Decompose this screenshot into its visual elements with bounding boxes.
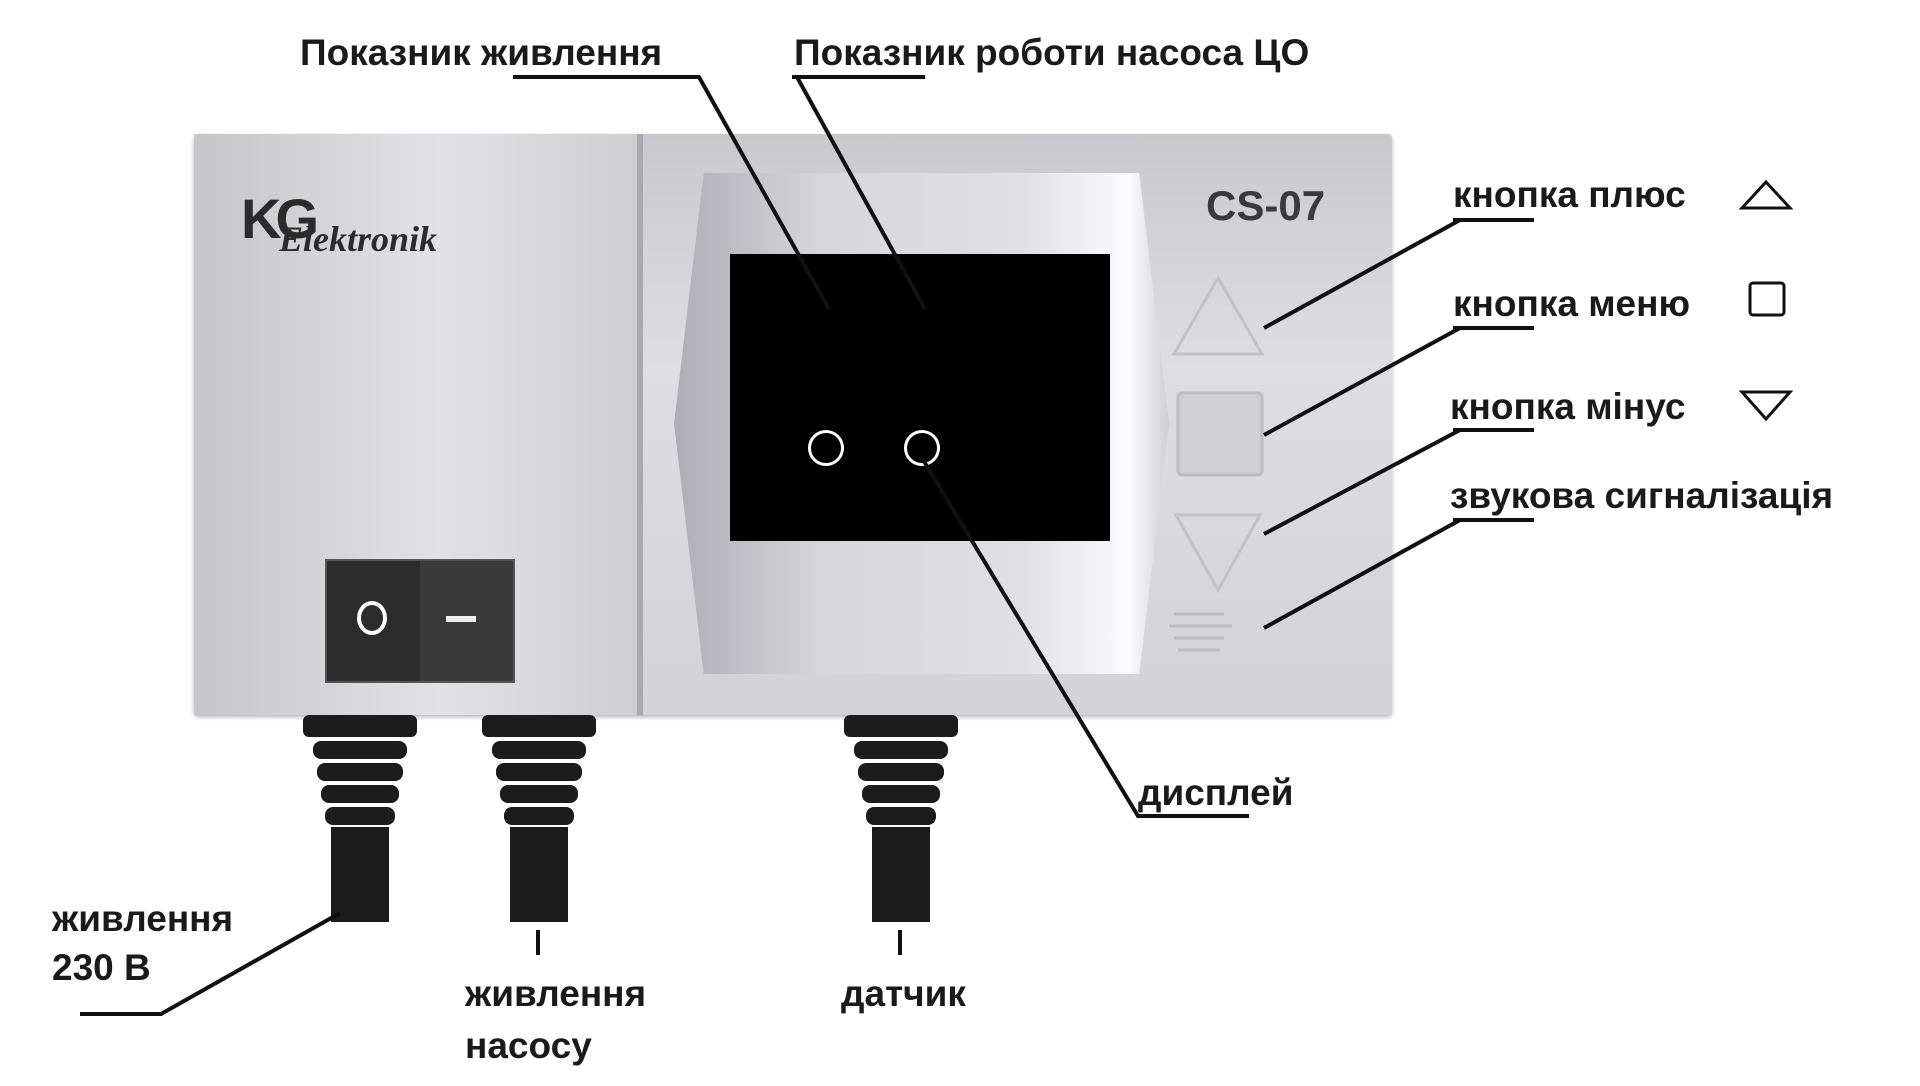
power-230-label-line2: 230 В (52, 947, 151, 988)
sensor-label: датчик (841, 973, 966, 1014)
triangle-up-icon (1738, 179, 1794, 210)
minus-button-label: кнопка мінус (1450, 386, 1686, 427)
power-indicator-label: Показник живлення (300, 32, 663, 73)
menu-button-label: кнопка меню (1453, 283, 1691, 324)
on-symbol-icon (446, 616, 476, 622)
off-symbol-icon (357, 601, 387, 635)
pump-power-label-line2: насосу (465, 1025, 592, 1066)
power-switch[interactable] (325, 559, 515, 683)
brand-logo: KG Elektronik (241, 186, 437, 259)
sound-alarm-label: звукова сигналізація (1450, 475, 1834, 516)
logo-elektronik: Elektronik (279, 219, 438, 259)
logo-kg: KG (241, 187, 319, 250)
power-led (808, 430, 844, 466)
pump-indicator-label: Показник роботи насоса ЦО (794, 32, 1310, 73)
power-cable (303, 715, 417, 922)
square-icon (1748, 281, 1786, 317)
triangle-down-icon (1738, 390, 1794, 422)
buzzer-icon (1169, 612, 1232, 652)
controller-device: KG Elektronik CS-07 (194, 134, 1392, 715)
plus-button[interactable] (1171, 275, 1265, 356)
pump-power-label-line1: живлення (465, 973, 647, 1014)
plus-button-label: кнопка плюс (1453, 174, 1686, 215)
switch-off-side (327, 561, 420, 681)
menu-button[interactable] (1176, 391, 1264, 477)
minus-button[interactable] (1173, 513, 1263, 594)
sensor-cable (844, 715, 958, 922)
button-panel (1169, 275, 1265, 652)
power-230-label-line1: живлення (52, 898, 234, 939)
pump-led (904, 430, 940, 466)
display-label: дисплей (1138, 772, 1294, 813)
left-panel: KG Elektronik (194, 134, 643, 715)
model-name: CS-07 (1206, 182, 1326, 229)
switch-on-side (420, 561, 513, 681)
pump-cable (482, 715, 596, 922)
